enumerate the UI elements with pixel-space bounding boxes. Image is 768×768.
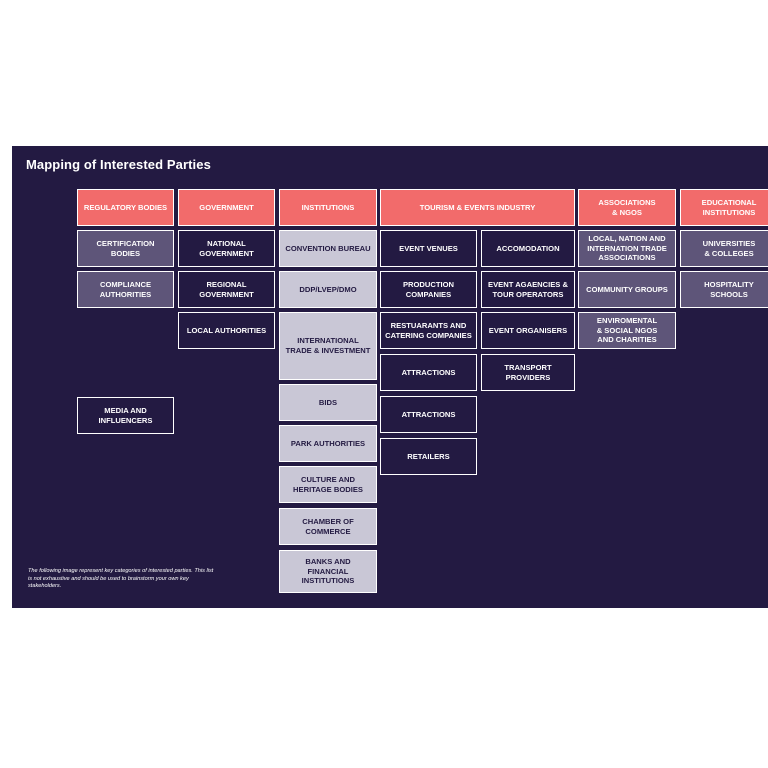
header-tourism-events: TOURISM & EVENTS INDUSTRY xyxy=(380,189,575,226)
diagram-title: Mapping of Interested Parties xyxy=(26,157,211,172)
box-production-companies: PRODUCTION COMPANIES xyxy=(380,271,477,308)
box-hospitality-schools: HOSPITALITY SCHOOLS xyxy=(680,271,768,308)
box-universities-colleges: UNIVERSITIES & COLLEGES xyxy=(680,230,768,267)
footnote: The following image represent key catego… xyxy=(28,568,214,590)
box-convention-bureau: CONVENTION BUREAU xyxy=(279,230,377,267)
box-chamber-commerce: CHAMBER OF COMMERCE xyxy=(279,508,377,545)
box-local-authorities: LOCAL AUTHORITIES xyxy=(178,312,275,349)
box-event-organisers: EVENT ORGANISERS xyxy=(481,312,575,349)
box-event-venues: EVENT VENUES xyxy=(380,230,477,267)
box-bids: BIDS xyxy=(279,384,377,421)
box-accommodation: ACCOMODATION xyxy=(481,230,575,267)
header-associations-ngos: ASSOCIATIONS & NGOS xyxy=(578,189,676,226)
box-international-trade: INTERNATIONAL TRADE & INVESTMENT xyxy=(279,312,377,380)
header-government: GOVERNMENT xyxy=(178,189,275,226)
box-certification-bodies: CERTIFICATION BODIES xyxy=(77,230,174,267)
box-media-influencers: MEDIA AND INFLUENCERS xyxy=(77,397,174,434)
box-compliance-authorities: COMPLIANCE AUTHORITIES xyxy=(77,271,174,308)
box-trade-associations: LOCAL, NATION AND INTERNATION TRADE ASSO… xyxy=(578,230,676,267)
box-national-government: NATIONAL GOVERNMENT xyxy=(178,230,275,267)
header-educational-institutions: EDUCATIONAL INSTITUTIONS xyxy=(680,189,768,226)
box-restaurants-catering: RESTUARANTS AND CATERING COMPANIES xyxy=(380,312,477,349)
header-institutions: INSTITUTIONS xyxy=(279,189,377,226)
box-banks-financial: BANKS AND FINANCIAL INSTITUTIONS xyxy=(279,550,377,593)
box-regional-government: REGIONAL GOVERNMENT xyxy=(178,271,275,308)
box-attractions-2: ATTRACTIONS xyxy=(380,396,477,433)
box-event-agencies: EVENT AGAENCIES & TOUR OPERATORS xyxy=(481,271,575,308)
box-environmental-ngos: ENVIROMENTAL & SOCIAL NGOS AND CHARITIES xyxy=(578,312,676,349)
stakeholder-map-panel: Mapping of Interested Parties REGULATORY… xyxy=(12,146,768,608)
box-transport-providers: TRANSPORT PROVIDERS xyxy=(481,354,575,391)
box-retailers: RETAILERS xyxy=(380,438,477,475)
box-park-authorities: PARK AUTHORITIES xyxy=(279,425,377,462)
box-culture-heritage: CULTURE AND HERITAGE BODIES xyxy=(279,466,377,503)
box-community-groups: COMMUNITY GROUPS xyxy=(578,271,676,308)
box-ddp-lvep-dmo: DDP/LVEP/DMO xyxy=(279,271,377,308)
box-attractions: ATTRACTIONS xyxy=(380,354,477,391)
header-regulatory-bodies: REGULATORY BODIES xyxy=(77,189,174,226)
